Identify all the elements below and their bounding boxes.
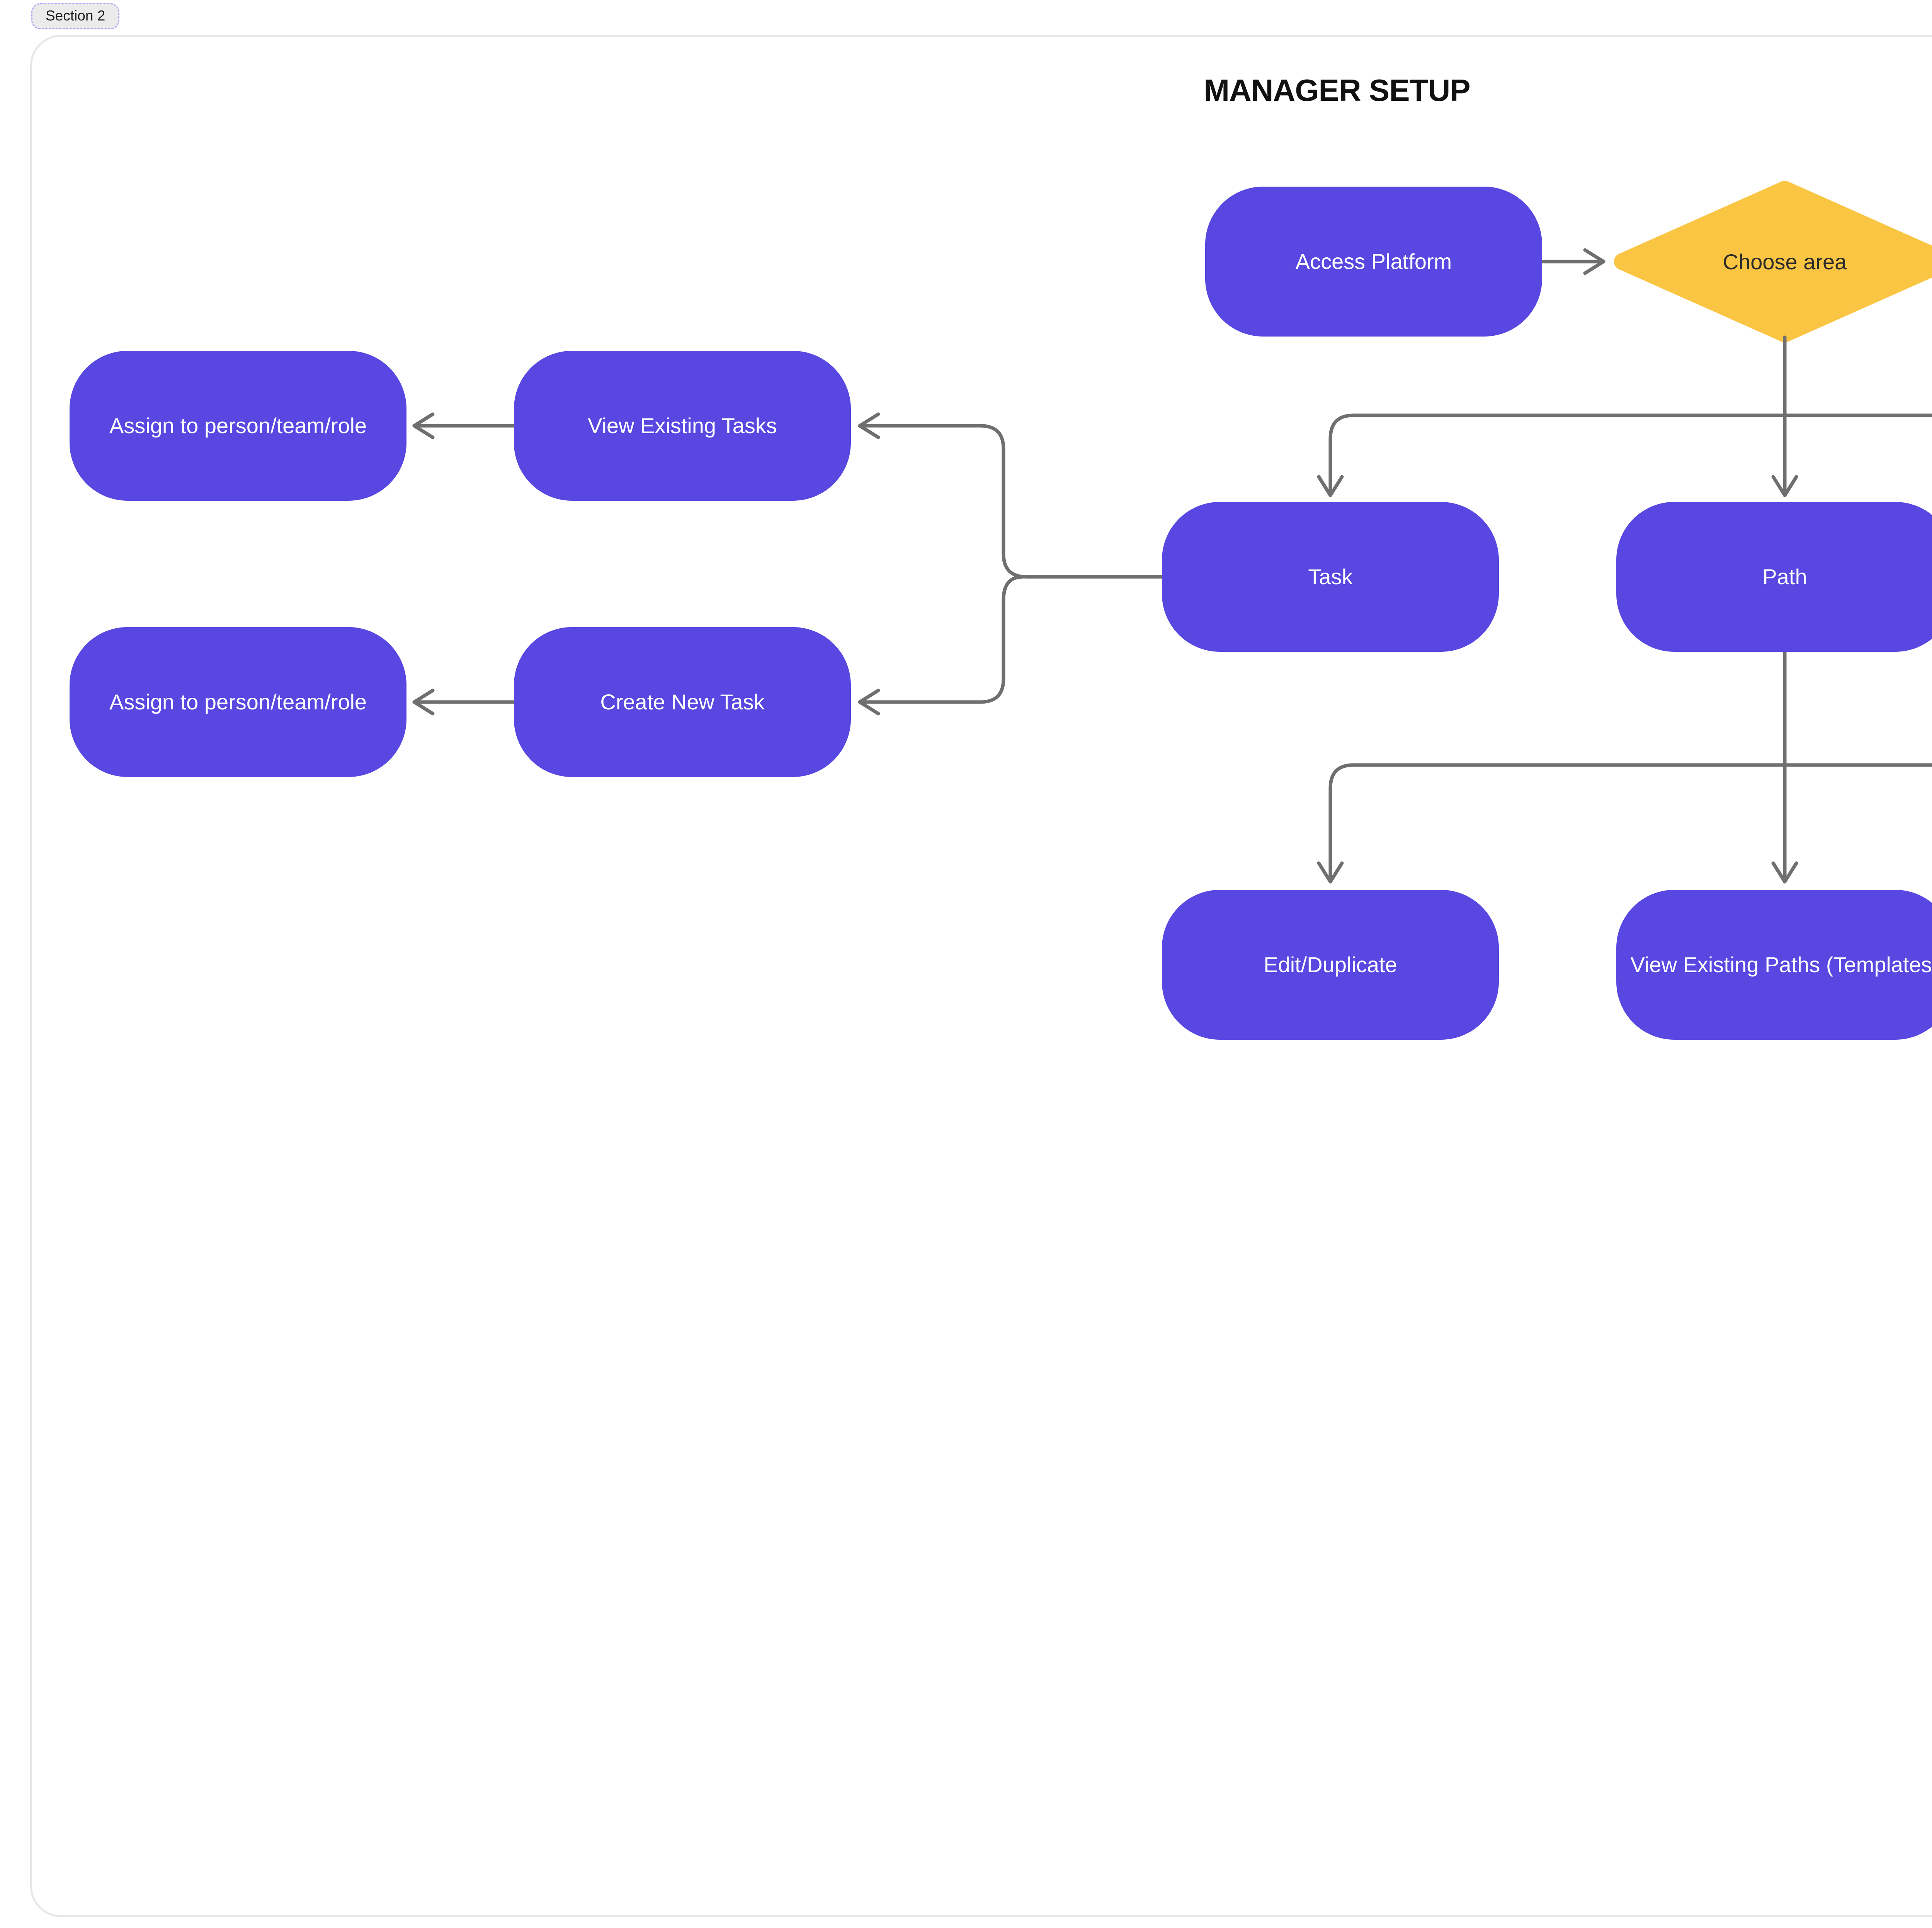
arrowhead-down-icon [1317, 475, 1344, 497]
decision-diamond-shape[interactable] [1614, 181, 1932, 342]
section-frame [30, 35, 1932, 1917]
diagram-title: MANAGER SETUP [1204, 73, 1470, 107]
connector-create-to-assign [412, 689, 516, 716]
node-assign-top[interactable]: Assign to person/team/role [70, 351, 406, 501]
node-task[interactable]: Task [1162, 502, 1499, 652]
arrowhead-left-icon [412, 412, 435, 439]
node-create-new-task[interactable]: Create New Task [514, 627, 851, 777]
arrowhead-down-icon [1771, 861, 1798, 884]
arrowhead-right-icon [1583, 248, 1605, 275]
node-assign-mid[interactable]: Assign to person/team/role [70, 627, 406, 777]
arrowhead-down-icon [1771, 475, 1798, 497]
connector-view-to-assign [412, 412, 516, 439]
node-view-existing-paths[interactable]: View Existing Paths (Templates) [1616, 890, 1932, 1040]
connector-access-to-choose [1540, 248, 1605, 275]
node-access-platform[interactable]: Access Platform [1205, 187, 1542, 337]
node-view-existing-tasks[interactable]: View Existing Tasks [514, 351, 851, 501]
section-label: Section 2 [46, 8, 105, 24]
arrowhead-left-icon [412, 689, 435, 716]
section-label-chip[interactable]: Section 2 [31, 3, 120, 30]
connector-task-bracket [858, 412, 1164, 716]
node-edit-duplicate[interactable]: Edit/Duplicate [1162, 890, 1499, 1040]
connector-choose-split [1317, 335, 1932, 497]
node-path[interactable]: Path [1616, 502, 1932, 652]
connector-path-split [1317, 650, 1932, 884]
node-choose-area[interactable]: Choose area [1723, 249, 1847, 274]
arrowhead-left-icon [858, 412, 880, 439]
footnote-text: Becomes active on start date [1853, 1855, 1932, 1879]
arrowhead-left-icon [858, 689, 880, 716]
arrowhead-down-icon [1317, 861, 1344, 884]
